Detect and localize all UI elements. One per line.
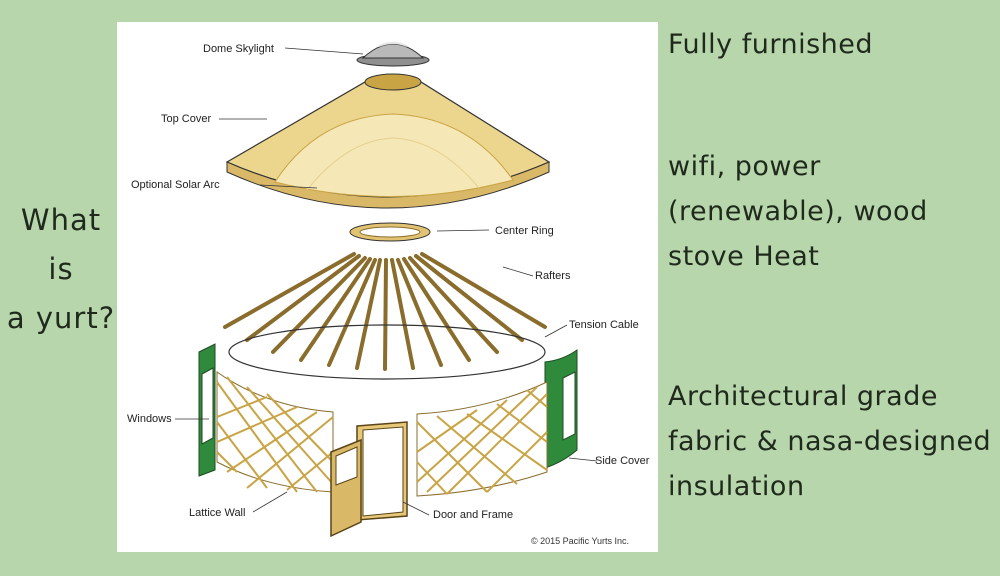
yurt-diagram-panel: Dome Skylight Top Cover Optional Solar A… — [117, 22, 658, 552]
heading-line-2: is — [48, 252, 74, 286]
tension-cable-shape — [228, 324, 546, 380]
heading-line-3: a yurt? — [6, 301, 116, 335]
top-cover-shape — [225, 73, 551, 209]
lattice-wall-shape — [216, 371, 548, 497]
dome-skylight-shape — [356, 42, 430, 67]
label-dome-skylight: Dome Skylight — [203, 43, 274, 55]
door-frame-shape — [330, 421, 408, 538]
label-tension-cable: Tension Cable — [569, 319, 639, 331]
label-side-cover: Side Cover — [595, 455, 650, 467]
left-heading: What is a yurt? — [6, 196, 116, 343]
feature-materials: Architectural grade fabric & nasa-design… — [668, 381, 992, 502]
heading-line-1: What — [20, 203, 102, 237]
label-solar-arc: Optional Solar Arc — [131, 179, 220, 191]
copyright-text: © 2015 Pacific Yurts Inc. — [531, 536, 629, 546]
leader-lines — [175, 47, 598, 516]
rafters-shape — [223, 252, 547, 371]
yurt-exploded-diagram: Dome Skylight Top Cover Optional Solar A… — [127, 42, 650, 546]
center-ring-shape — [349, 222, 431, 242]
label-windows: Windows — [127, 413, 172, 425]
label-lattice-wall: Lattice Wall — [189, 507, 245, 519]
label-top-cover: Top Cover — [161, 113, 211, 125]
side-cover-shape — [198, 343, 578, 477]
label-rafters: Rafters — [535, 270, 571, 282]
label-center-ring: Center Ring — [495, 225, 554, 237]
feature-furnished: Fully furnished — [668, 29, 874, 60]
label-door-frame: Door and Frame — [433, 509, 513, 521]
feature-utilities: wifi, power (renewable), wood stove Heat — [668, 151, 928, 272]
